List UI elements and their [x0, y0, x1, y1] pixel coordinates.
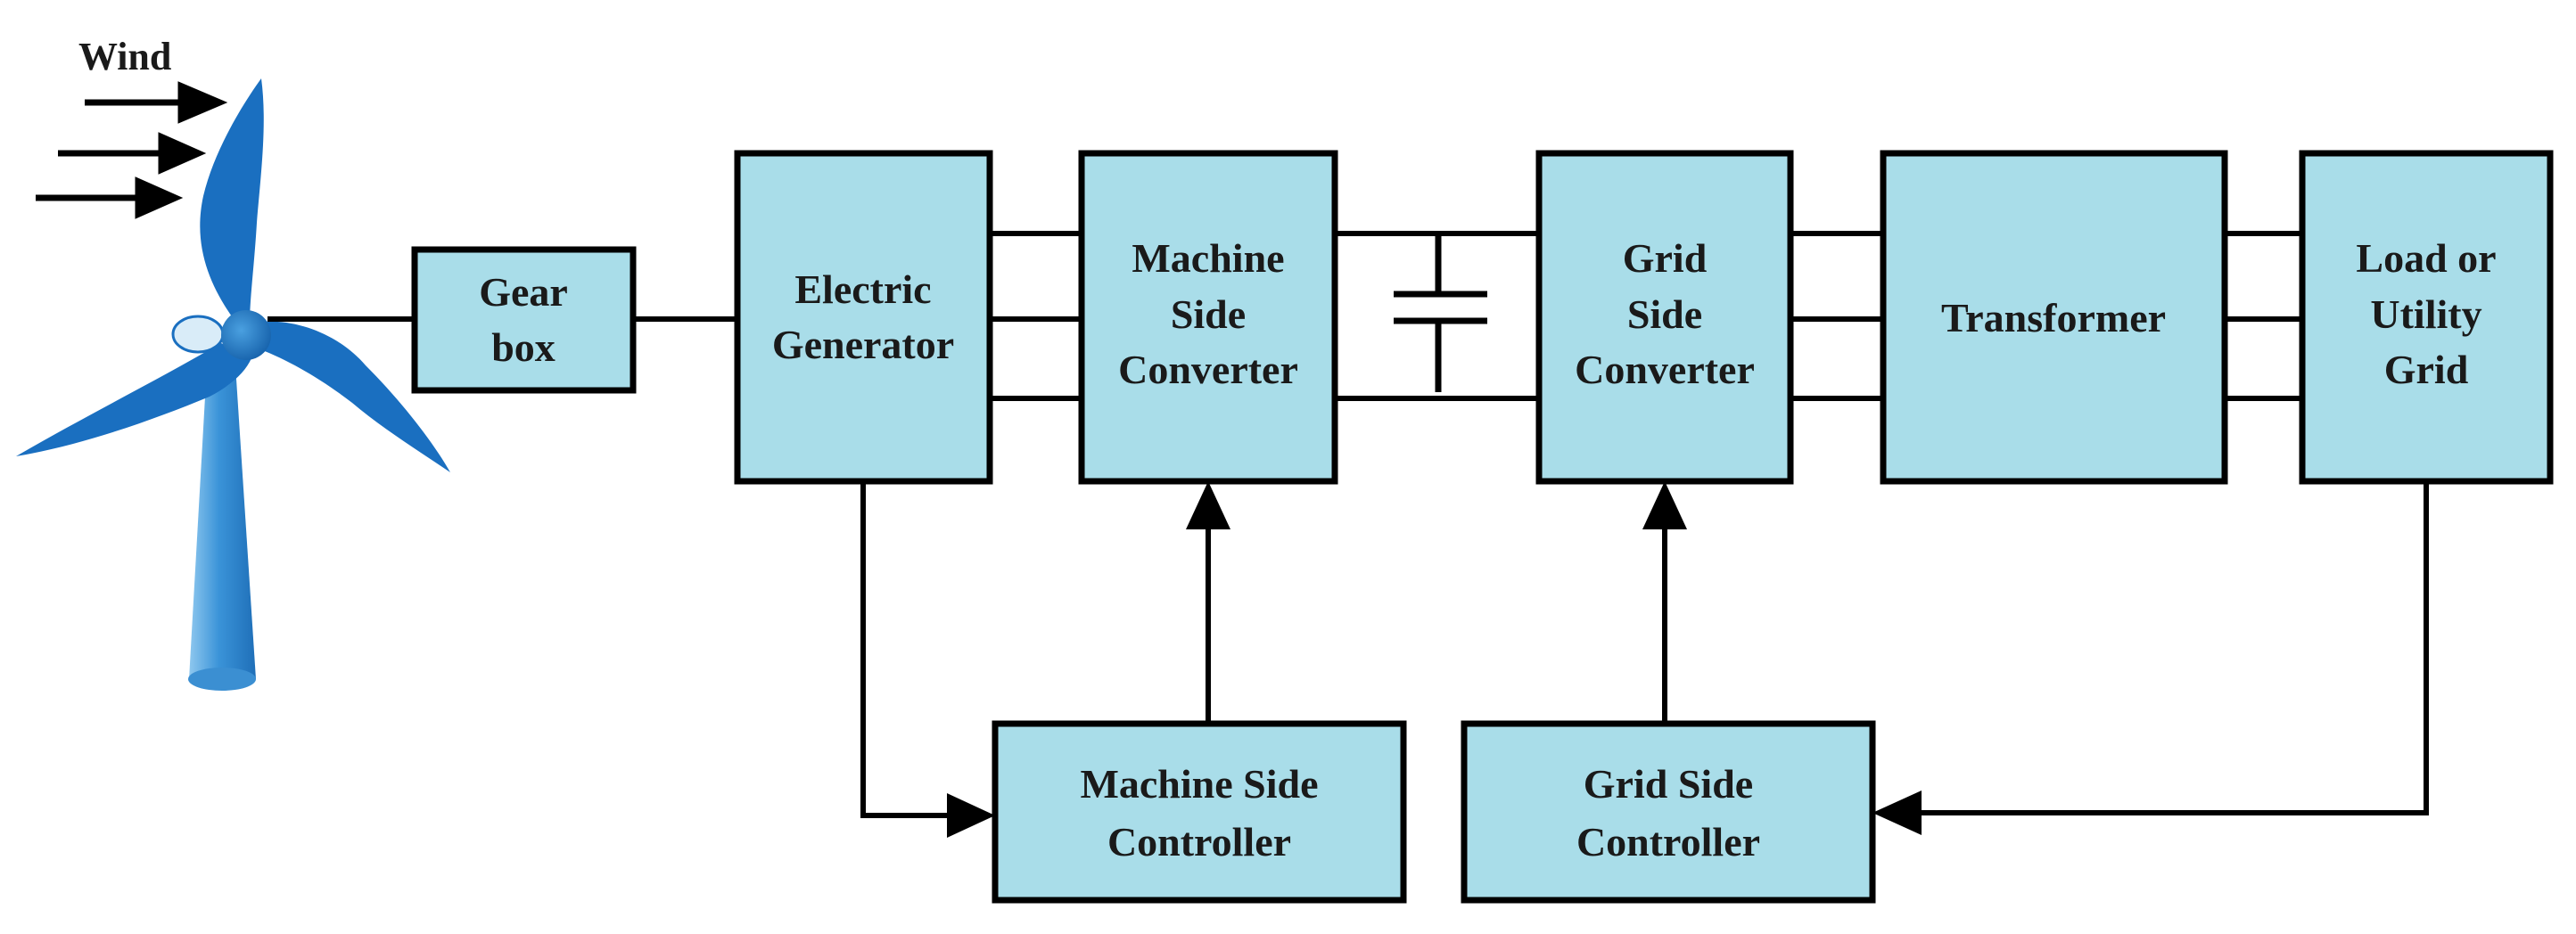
- machine-controller-to-converter-arrowhead: [1186, 481, 1230, 529]
- turbine-tower-base: [188, 668, 256, 691]
- load-label-line2: Utility: [2370, 291, 2481, 337]
- machine-converter-label-line3: Converter: [1118, 347, 1298, 392]
- control-arrows: [860, 481, 2429, 838]
- load-or-utility-grid-block: Load or Utility Grid: [2299, 150, 2554, 485]
- machine-controller-label-line2: Controller: [1107, 819, 1291, 864]
- machine-converter-label-line1: Machine: [1132, 235, 1284, 281]
- turbine-hub: [221, 310, 271, 360]
- grid-controller-label-line1: Grid Side: [1584, 761, 1753, 807]
- grid-controller-to-converter-arrowhead: [1642, 481, 1687, 529]
- turbine-tower: [189, 365, 256, 679]
- machine-side-controller-block: Machine Side Controller: [992, 720, 1407, 904]
- electric-generator-block: Electric Generator: [734, 150, 993, 485]
- generator-label-line1: Electric: [794, 266, 931, 312]
- load-to-grid-controller-arrowhead: [1872, 791, 1922, 835]
- load-to-grid-controller-line: [1917, 481, 2429, 815]
- wind-arrows: [36, 81, 228, 219]
- transformer-block: Transformer: [1880, 150, 2228, 485]
- turbine-blade-top: [200, 78, 264, 325]
- machine-converter-label-line2: Side: [1171, 291, 1246, 337]
- grid-converter-label-line2: Side: [1627, 291, 1702, 337]
- dc-link-capacitor-icon: [1394, 234, 1487, 392]
- grid-converter-label-line1: Grid: [1623, 235, 1708, 281]
- machine-controller-label-line1: Machine Side: [1080, 761, 1318, 807]
- gearbox-label-line2: box: [491, 324, 556, 370]
- gearbox-block: Gear box: [411, 246, 637, 394]
- load-label-line1: Load or: [2356, 235, 2496, 281]
- grid-side-controller-block: Grid Side Controller: [1461, 720, 1876, 904]
- wind-turbine-icon: [16, 78, 450, 691]
- transformer-label: Transformer: [1941, 295, 2166, 340]
- gearbox-label-line1: Gear: [479, 269, 568, 315]
- turbine-blade-left: [16, 343, 251, 456]
- load-label-line3: Grid: [2384, 347, 2469, 392]
- grid-converter-label-line3: Converter: [1575, 347, 1755, 392]
- grid-side-converter-block: Grid Side Converter: [1535, 150, 1794, 485]
- turbine-blade-right: [251, 321, 450, 472]
- grid-controller-label-line2: Controller: [1576, 819, 1760, 864]
- wind-label: Wind: [78, 35, 171, 78]
- connection-wires: [267, 231, 2302, 401]
- turbine-nacelle: [171, 315, 225, 354]
- generator-to-machine-controller-line: [860, 481, 952, 818]
- machine-side-converter-block: Machine Side Converter: [1078, 150, 1338, 485]
- generator-to-machine-controller-arrowhead: [947, 793, 995, 838]
- generator-label-line2: Generator: [772, 322, 954, 367]
